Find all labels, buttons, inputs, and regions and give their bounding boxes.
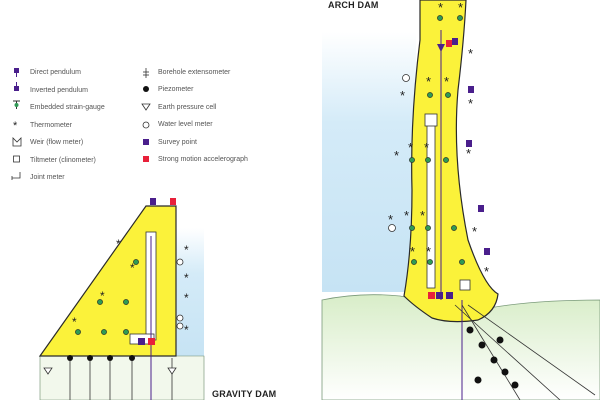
svg-text:*: * <box>410 244 415 259</box>
gravity-foundation-ground <box>39 355 205 400</box>
svg-text:*: * <box>184 243 189 257</box>
earth-pressure-cell-icon <box>141 103 151 111</box>
legend-label: Thermometer <box>30 122 73 129</box>
svg-text:*: * <box>184 323 189 337</box>
arch-thermometers: * * * * * * * * * * * * * * * * * * <box>388 0 489 279</box>
survey-point-icon <box>143 139 149 145</box>
arch-gallery-top <box>424 113 438 127</box>
svg-text:*: * <box>466 146 471 161</box>
arch-strain-gauges <box>409 15 465 265</box>
legend-label: Weir (flow meter) <box>30 139 84 146</box>
gravity-accelerograph-base <box>148 338 155 345</box>
svg-text:*: * <box>408 140 413 155</box>
legend-label: Piezometer <box>158 86 194 93</box>
svg-text:*: * <box>400 88 405 103</box>
gravity-dam-title: GRAVITY DAM <box>212 389 277 399</box>
direct-pendulum-icon <box>437 44 445 52</box>
legend-label: Water level meter <box>158 121 213 128</box>
arch-accelerographs <box>428 40 452 299</box>
thermometer-icon: * <box>13 120 18 132</box>
svg-text:*: * <box>100 289 105 303</box>
direct-pendulum-icon <box>14 68 19 77</box>
gravity-strain-gauges <box>75 259 139 335</box>
legend-label: Joint meter <box>30 174 65 181</box>
joint-meter-icon <box>11 172 21 180</box>
legend-label: Inverted pendulum <box>30 87 88 94</box>
svg-text:*: * <box>484 264 489 279</box>
gravity-accelerograph <box>170 198 176 205</box>
strain-gauge-icon <box>13 100 20 109</box>
gravity-foundation-instruments <box>69 358 173 400</box>
svg-text:*: * <box>426 244 431 259</box>
arch-piezometers <box>466 326 519 389</box>
svg-text:*: * <box>116 237 121 251</box>
svg-text:*: * <box>72 315 77 329</box>
legend-symbols: * <box>11 68 151 180</box>
svg-text:*: * <box>468 46 473 61</box>
svg-text:*: * <box>404 208 409 223</box>
water-level-meter-icon <box>142 121 150 129</box>
legend-label: Direct pendulum <box>30 69 81 76</box>
legend-label: Earth pressure cell <box>158 104 217 111</box>
gravity-dam-section: * * * * * * * * <box>38 198 205 400</box>
arch-borehole-extensometers <box>454 304 596 400</box>
svg-text:*: * <box>468 96 473 111</box>
svg-text:*: * <box>420 208 425 223</box>
svg-text:*: * <box>438 0 443 15</box>
gravity-reservoir-water <box>176 228 204 358</box>
legend-label: Embedded strain-gauge <box>30 104 105 111</box>
extensometer-icon <box>143 68 149 78</box>
svg-text:*: * <box>458 0 463 15</box>
svg-text:*: * <box>184 271 189 285</box>
gravity-piezometers <box>67 355 135 361</box>
weir-icon <box>12 137 22 147</box>
gravity-earth-pressure-cells <box>43 367 177 375</box>
water-level-meter-icon <box>388 224 396 232</box>
gravity-survey-points <box>138 198 156 345</box>
piezometer-icon <box>143 86 149 92</box>
arch-dam-title: ARCH DAM <box>328 0 379 10</box>
svg-text:*: * <box>388 212 393 227</box>
water-level-meter-icon <box>402 74 410 82</box>
svg-text:*: * <box>184 291 189 305</box>
arch-reservoir-water <box>322 32 416 292</box>
arch-gallery-bottom <box>459 279 471 291</box>
legend-label: Strong motion accelerograph <box>158 156 248 163</box>
legend-label: Tiltmeter (clinometer) <box>30 157 96 164</box>
svg-text:*: * <box>426 74 431 89</box>
inverted-pendulum-icon <box>14 82 19 91</box>
tiltmeter-icon <box>13 155 20 163</box>
arch-dam-section: * * * * * * * * * * * * * * * * * * <box>321 0 600 400</box>
gravity-thermometers: * * * * * * * * <box>72 237 189 337</box>
gravity-water-level-meters <box>176 258 184 330</box>
svg-text:*: * <box>424 140 429 155</box>
accelerograph-icon <box>143 156 149 162</box>
arch-survey-points <box>436 38 490 299</box>
svg-text:*: * <box>444 74 449 89</box>
svg-text:*: * <box>130 261 135 275</box>
svg-text:*: * <box>472 224 477 239</box>
legend-label: Survey point <box>158 139 197 146</box>
legend-label: Borehole extensometer <box>158 69 231 76</box>
svg-text:*: * <box>394 148 399 163</box>
